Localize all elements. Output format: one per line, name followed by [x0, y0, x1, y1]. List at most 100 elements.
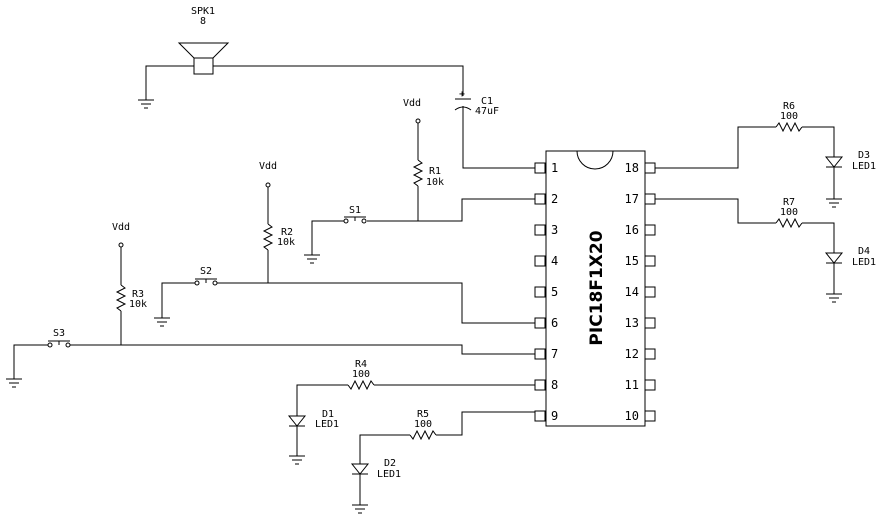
chip-pin-12: 12	[625, 347, 656, 361]
chip-pin-18: 18	[625, 161, 656, 175]
switch-s2-circuit: Vdd R2 10k S2	[154, 161, 535, 327]
chip-pin-label: 18	[625, 161, 639, 175]
r1-ref: R1	[429, 166, 441, 177]
chip-pin-label: 14	[625, 285, 639, 299]
chip-pin-label: 16	[625, 223, 639, 237]
speaker-signal-wire	[213, 65, 464, 96]
c1-to-pin1-wire	[462, 106, 535, 169]
s1-ref: S1	[349, 205, 361, 216]
switch-s2: S2	[194, 266, 218, 286]
chip-pin-label: 15	[625, 254, 639, 268]
vdd-terminal-r2	[265, 182, 271, 188]
d3-ref: D3	[858, 150, 870, 161]
d4-ref: D4	[858, 246, 870, 257]
resistor-r4	[347, 379, 375, 391]
led-d1	[287, 415, 307, 427]
r3-ref: R3	[132, 289, 144, 300]
right-pins: 18 17 16 15 14 13 12 11 10	[625, 161, 656, 423]
c1-ref: C1	[481, 96, 493, 107]
s2-ref: S2	[200, 266, 212, 277]
s3-to-pin7-wire	[70, 344, 535, 355]
chip-pin-label: 13	[625, 316, 639, 330]
ground-symbol	[826, 293, 842, 303]
resistor-r3	[115, 284, 127, 312]
switch-s3: S3	[47, 328, 71, 348]
chip-name: PIC18F1X20	[587, 230, 607, 345]
chip-pin-label: 4	[551, 254, 558, 268]
r5-ref: R5	[417, 409, 429, 420]
switch-s1: S1	[343, 205, 367, 224]
chip-pin-label: 5	[551, 285, 558, 299]
chip-notch	[576, 150, 614, 170]
ground-symbol	[304, 254, 320, 264]
ground-symbol	[352, 504, 368, 514]
s1-to-pin2-wire	[367, 198, 535, 222]
r6-value: 100	[780, 111, 798, 122]
resistor-r1	[412, 159, 424, 187]
led-d3-circuit: R6 100 D3 LED1	[655, 101, 876, 208]
d1-ref: D1	[322, 409, 334, 420]
resistor-r2	[262, 223, 274, 251]
r7-ref: R7	[783, 197, 795, 208]
chip-pin-5: 5	[534, 285, 558, 299]
d2-value: LED1	[377, 469, 401, 480]
d3-value: LED1	[852, 161, 876, 172]
d2-ref: D2	[384, 458, 396, 469]
speaker-value: 8	[200, 16, 206, 27]
ground-symbol	[154, 317, 170, 327]
chip-pin-label: 11	[625, 378, 639, 392]
c1-value: 47uF	[475, 106, 499, 117]
s2-to-pin6-wire	[217, 282, 535, 324]
chip-pin-2: 2	[534, 192, 558, 206]
d1-value: LED1	[315, 419, 339, 430]
chip-pin-16: 16	[625, 223, 656, 237]
chip-pin-label: 17	[625, 192, 639, 206]
ground-symbol	[6, 378, 22, 388]
switch-s1-circuit: Vdd R1 10k S1	[304, 98, 535, 264]
chip-pin-label: 10	[625, 409, 639, 423]
chip-pin-label: 3	[551, 223, 558, 237]
led-d4	[824, 252, 844, 264]
led-d4-circuit: R7 100 D4 LED1	[655, 197, 876, 303]
s3-ref: S3	[53, 328, 65, 339]
r4-value: 100	[352, 369, 370, 380]
chip-pin-7: 7	[534, 347, 558, 361]
chip-pin-14: 14	[625, 285, 656, 299]
ground-symbol	[826, 198, 842, 208]
speaker-ref: SPK1	[191, 6, 215, 17]
ground-symbol	[138, 99, 154, 109]
r5-value: 100	[414, 419, 432, 430]
chip-pin-label: 8	[551, 378, 558, 392]
chip-pin-17: 17	[625, 192, 656, 206]
speaker-magnet	[193, 57, 214, 75]
r4-ref: R4	[355, 359, 367, 370]
r7-value: 100	[780, 207, 798, 218]
chip-pin-label: 2	[551, 192, 558, 206]
chip-pin-3: 3	[534, 223, 558, 237]
vdd-label-r1: Vdd	[403, 98, 421, 109]
vdd-terminal-r1	[415, 118, 421, 124]
resistor-r6	[775, 121, 803, 133]
chip-pin-1: 1	[534, 161, 558, 175]
resistor-r5	[409, 429, 437, 441]
chip-pin-6: 6	[534, 316, 558, 330]
c1-plus-sign: +	[459, 89, 465, 100]
ground-symbol	[289, 455, 305, 465]
left-pins: 1 2 3 4 5 6 7 8 9	[534, 161, 558, 423]
d4-value: LED1	[852, 257, 876, 268]
speaker-spk1: SPK1 8	[138, 6, 464, 109]
vdd-terminal-r3	[118, 242, 124, 248]
chip-pin-label: 12	[625, 347, 639, 361]
chip-pin-label: 9	[551, 409, 558, 423]
speaker-ground-wire	[145, 65, 194, 100]
resistor-r7	[775, 217, 803, 229]
led-d1-circuit: R4 100 D1 LED1	[287, 359, 535, 465]
speaker-cone	[177, 42, 230, 59]
chip-pin-11: 11	[625, 378, 656, 392]
chip-pin-8: 8	[534, 378, 558, 392]
led-d2-circuit: R5 100 D2 LED1	[350, 409, 535, 514]
r2-value: 10k	[277, 237, 295, 248]
capacitor-c1: + C1 47uF	[454, 89, 535, 169]
